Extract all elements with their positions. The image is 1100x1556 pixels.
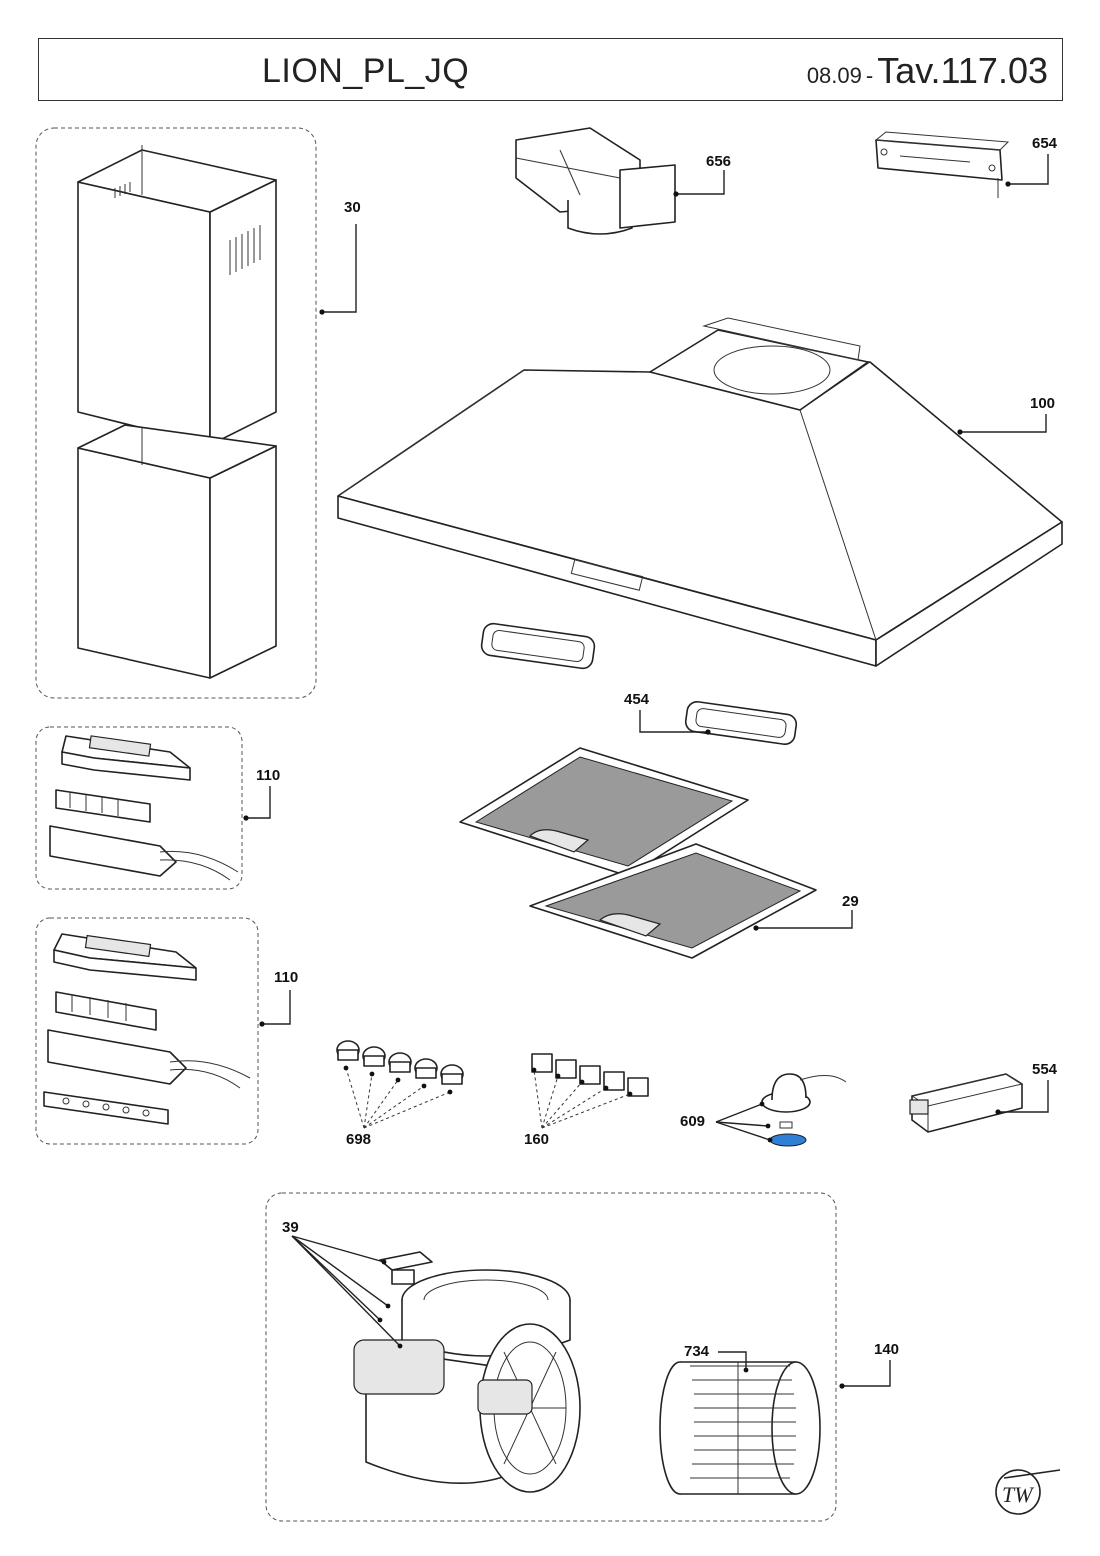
push-buttons-part xyxy=(531,1053,649,1097)
leader-110b xyxy=(262,990,291,1025)
transformer-part xyxy=(909,1073,1024,1133)
leader-554 xyxy=(998,1080,1049,1113)
knobs-part xyxy=(336,1040,464,1085)
leader-110a xyxy=(246,786,271,819)
label-140: 140 xyxy=(874,1341,899,1358)
label-554: 554 xyxy=(1032,1061,1058,1078)
label-698: 698 xyxy=(346,1131,371,1148)
control-box-group-b-frame xyxy=(35,917,259,1145)
label-100: 100 xyxy=(1030,395,1055,412)
label-734: 734 xyxy=(684,1343,710,1360)
leader-734 xyxy=(718,1351,747,1370)
leader-656 xyxy=(676,170,725,195)
leader-454 xyxy=(639,710,708,733)
leader-654-dot xyxy=(1005,181,1011,187)
sheet-separator: - xyxy=(865,63,874,88)
logo-text: TW xyxy=(1002,1482,1034,1507)
leader-39 xyxy=(291,1235,403,1349)
leader-110a-dot xyxy=(243,815,249,821)
leader-30-dot xyxy=(319,309,325,315)
duct-adapter-part xyxy=(515,127,676,235)
title-frame xyxy=(38,38,1063,101)
label-160: 160 xyxy=(524,1131,549,1148)
label-29: 29 xyxy=(842,893,859,910)
label-609: 609 xyxy=(680,1113,705,1130)
control-box-part-a xyxy=(49,735,239,881)
leader-160 xyxy=(531,1067,633,1129)
lamp-frame-part-a xyxy=(480,622,596,670)
label-654: 654 xyxy=(1032,135,1058,152)
label-454: 454 xyxy=(624,691,650,708)
sheet-reference: 08.09-Tav.117.03 xyxy=(807,50,1048,92)
leader-100 xyxy=(960,414,1047,433)
grease-filter-part-a xyxy=(459,747,749,877)
label-30: 30 xyxy=(344,199,361,216)
control-box-group-a-frame xyxy=(35,726,243,890)
leader-30 xyxy=(322,224,357,313)
sheet-date: 08.09 xyxy=(806,63,862,88)
label-656: 656 xyxy=(706,153,731,170)
wall-bracket-part xyxy=(874,131,1010,198)
leader-100-dot xyxy=(957,429,963,435)
label-110a: 110 xyxy=(256,767,280,784)
chimney-part xyxy=(77,145,277,679)
leader-656-dot xyxy=(673,191,679,197)
lamp-frame-part-b xyxy=(684,700,798,746)
leader-110b-dot xyxy=(259,1021,265,1027)
tw-logo: TW xyxy=(995,1469,1061,1515)
leader-29-dot xyxy=(753,925,759,931)
leader-609 xyxy=(715,1101,773,1143)
model-name: LION_PL_JQ xyxy=(262,52,470,90)
grease-filter-part-b xyxy=(529,843,817,959)
fan-wheel-part xyxy=(659,1361,821,1495)
motor-part xyxy=(353,1251,581,1493)
leader-698 xyxy=(343,1065,453,1129)
leader-454-dot xyxy=(705,729,711,735)
leader-654 xyxy=(1008,154,1049,185)
control-box-part-b xyxy=(43,933,251,1125)
label-110b: 110 xyxy=(274,969,298,986)
lamp-part xyxy=(761,1073,847,1147)
motor-group-frame xyxy=(265,1192,837,1522)
table-number: Tav.117.03 xyxy=(877,50,1048,91)
lamp-lens xyxy=(769,1133,807,1147)
leader-554-dot xyxy=(995,1109,1001,1115)
leader-29 xyxy=(756,910,853,929)
hood-body-part xyxy=(337,317,1063,667)
leader-140-dot xyxy=(839,1383,845,1389)
label-39: 39 xyxy=(282,1219,299,1236)
leader-140 xyxy=(842,1360,891,1387)
chimney-group-frame xyxy=(35,127,317,699)
leader-734-dot xyxy=(743,1367,749,1373)
